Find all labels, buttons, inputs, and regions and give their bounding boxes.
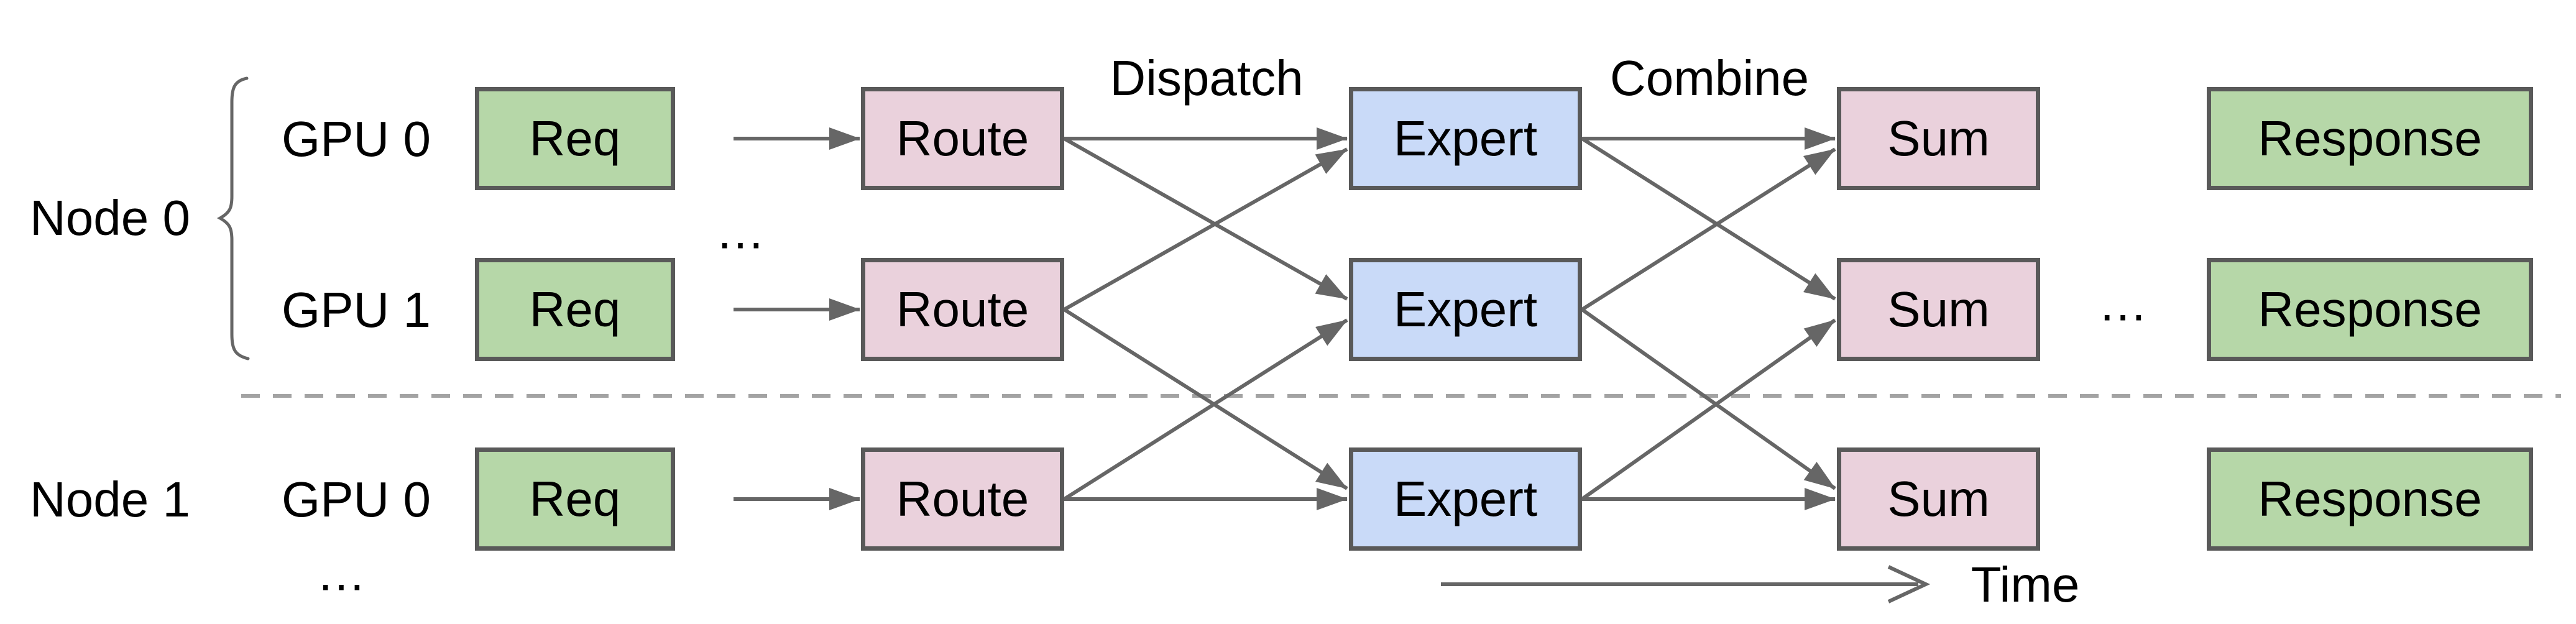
dispatch-edge	[1063, 147, 1348, 311]
dispatch-edge	[1063, 318, 1348, 501]
expert-box: Expert	[1349, 447, 1582, 551]
sum-box: Sum	[1837, 258, 2040, 361]
dispatch-edge	[1063, 137, 1348, 301]
response-box: Response	[2207, 447, 2533, 551]
req-box: Req	[475, 258, 675, 361]
req-box: Req	[475, 87, 675, 190]
ellipsis-more-nodes: …	[316, 545, 366, 601]
route-box: Route	[861, 87, 1064, 190]
route-box: Route	[861, 258, 1064, 361]
gpu-label-node0-gpu0: GPU 0	[281, 111, 431, 167]
time-label: Time	[1971, 557, 2080, 612]
route-box: Route	[861, 447, 1064, 551]
gpu-label-node0-gpu1: GPU 1	[281, 282, 431, 337]
sum-box: Sum	[1837, 447, 2040, 551]
node-1-label: Node 1	[30, 472, 190, 527]
expert-box: Expert	[1349, 258, 1582, 361]
expert-box: Expert	[1349, 87, 1582, 190]
combine-edge	[1581, 147, 1836, 311]
response-box: Response	[2207, 87, 2533, 190]
req-box: Req	[475, 447, 675, 551]
combine-label: Combine	[1609, 50, 1810, 106]
response-box: Response	[2207, 258, 2533, 361]
gpu-label-node1-gpu0: GPU 0	[281, 472, 431, 527]
ellipsis-more-steps: …	[2098, 275, 2148, 331]
combine-edge	[1581, 308, 1836, 490]
dispatch-edge	[1063, 308, 1348, 490]
node-0-label: Node 0	[30, 190, 190, 245]
ellipsis-more-gpus: …	[715, 203, 765, 259]
dispatch-combine-edges	[1063, 127, 1836, 510]
sum-box: Sum	[1837, 87, 2040, 190]
combine-edge	[1581, 137, 1836, 301]
node0-brace	[216, 76, 250, 360]
dispatch-label: Dispatch	[1110, 50, 1304, 106]
combine-edge	[1581, 318, 1836, 501]
time-axis-arrowhead-icon	[1887, 565, 1931, 603]
